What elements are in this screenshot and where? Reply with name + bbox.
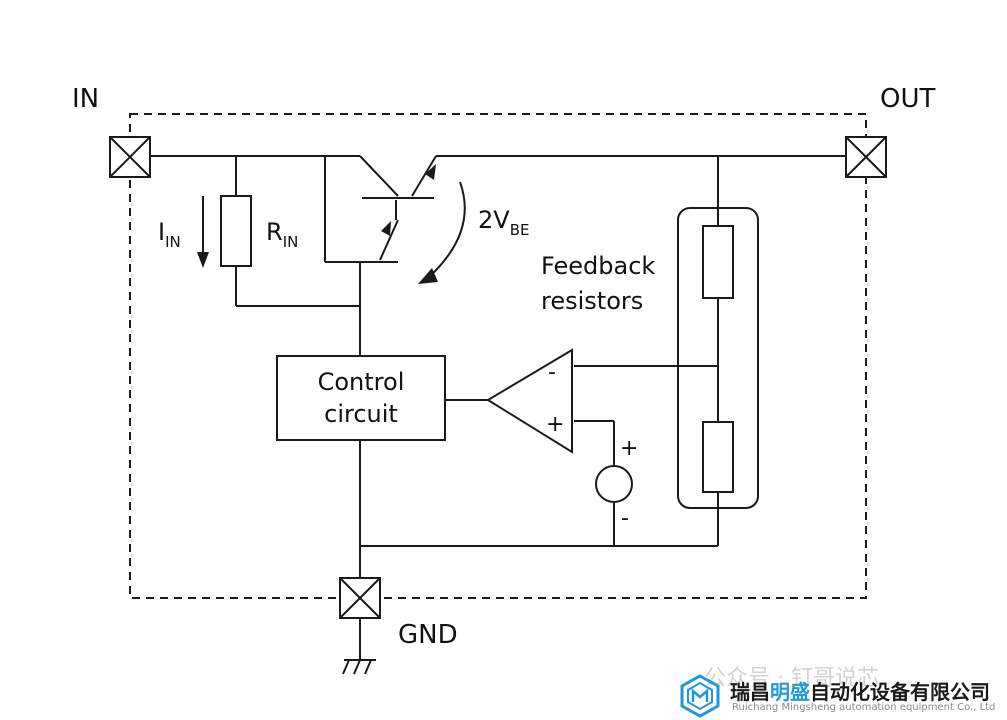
feedback-resistor-top bbox=[702, 225, 734, 299]
company-logo-icon bbox=[680, 674, 720, 718]
vbe-arc bbox=[427, 181, 466, 279]
company-name-cn: 瑞昌明盛自动化设备有限公司 bbox=[730, 676, 990, 705]
rin-label: RIN bbox=[266, 218, 298, 251]
iin-arrow-head bbox=[197, 252, 209, 268]
company-name-part2: 自动化设备有限公司 bbox=[810, 680, 990, 704]
company-name-highlight: 明盛 bbox=[770, 680, 810, 704]
ref-minus-label: - bbox=[621, 506, 629, 531]
gnd-label: GND bbox=[398, 620, 458, 650]
iin-subscript: IN bbox=[165, 233, 181, 251]
op-amp bbox=[486, 348, 573, 454]
ground-symbol bbox=[342, 659, 376, 675]
out-pin bbox=[845, 136, 887, 178]
out-label: OUT bbox=[880, 84, 936, 114]
transistor-arrows bbox=[381, 164, 436, 236]
vbe-label: 2VBE bbox=[478, 206, 529, 239]
opamp-minus-label: - bbox=[548, 360, 556, 385]
feedback-enclosure bbox=[677, 207, 759, 509]
control-circuit-box bbox=[276, 355, 446, 441]
control-label-line1: Control bbox=[317, 368, 405, 396]
vbe-arrow-head bbox=[418, 268, 438, 284]
input-resistor bbox=[220, 195, 252, 267]
gnd-pin bbox=[339, 577, 381, 619]
feedback-label-line2: resistors bbox=[541, 287, 644, 315]
vbe-main: 2V bbox=[478, 206, 510, 234]
feedback-label-line1: Feedback bbox=[541, 252, 656, 280]
reference-voltage-source bbox=[595, 465, 633, 503]
iin-main: I bbox=[158, 218, 166, 246]
control-circuit-label: Control circuit bbox=[277, 366, 445, 430]
opamp-plus-label: + bbox=[546, 412, 565, 437]
rin-main: R bbox=[266, 218, 283, 246]
wires bbox=[150, 155, 846, 660]
ref-plus-label: + bbox=[620, 436, 639, 461]
feedback-resistor-bottom bbox=[702, 421, 734, 493]
watermark-faint-text: 公众号 · 钉哥说芯 bbox=[704, 666, 879, 691]
company-name-en: Ruichang Mingsheng automation equipment … bbox=[732, 702, 996, 713]
in-label: IN bbox=[72, 84, 100, 114]
company-name-part1: 瑞昌 bbox=[730, 680, 770, 704]
rin-subscript: IN bbox=[282, 233, 299, 251]
darlington-transistor bbox=[325, 155, 437, 263]
in-pin bbox=[109, 136, 151, 178]
ic-boundary bbox=[129, 113, 867, 599]
vbe-subscript: BE bbox=[509, 221, 530, 239]
iin-label: IIN bbox=[158, 218, 181, 251]
control-label-line2: circuit bbox=[324, 400, 398, 428]
